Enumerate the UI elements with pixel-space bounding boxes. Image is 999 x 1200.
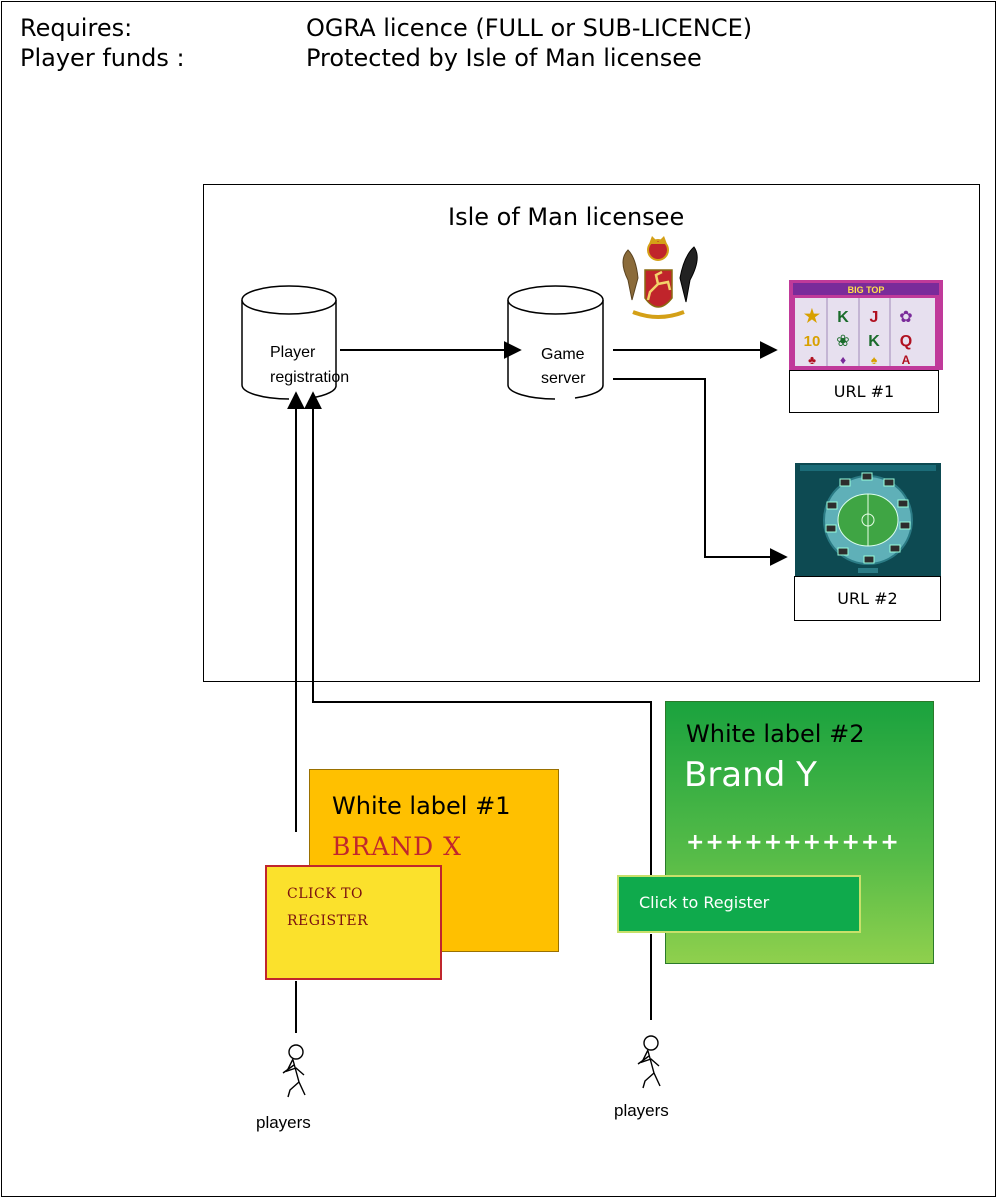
plus-decoration: +++++++++++ <box>686 830 900 855</box>
url-2-box[interactable]: URL #2 <box>794 576 941 621</box>
isle-of-man-coat-of-arms-icon <box>622 236 698 319</box>
brand-y-label: Brand Y <box>684 755 817 795</box>
game-server-to-url2-arrow <box>613 378 788 566</box>
svg-text:✿: ✿ <box>899 309 912 326</box>
click-to-register-button-1[interactable]: CLICK TO REGISTER <box>265 865 442 980</box>
game-server-database-icon <box>507 285 604 400</box>
game-server-label-1: Game <box>541 346 585 363</box>
slot-banner: BIG TOP <box>848 285 885 295</box>
licensee-title: Isle of Man licensee <box>448 203 685 231</box>
game-server-label-2: server <box>541 370 586 387</box>
slot-reel-q: Q <box>900 333 912 350</box>
svg-text:♦: ♦ <box>840 353 846 367</box>
svg-text:❀: ❀ <box>836 333 849 350</box>
players-label-2: players <box>614 1101 669 1120</box>
requires-value: OGRA licence (FULL or SUB-LICENCE) <box>306 14 753 42</box>
white-label-2-title: White label #2 <box>686 720 865 748</box>
url-1-box[interactable]: URL #1 <box>789 370 939 413</box>
players-label-1: players <box>256 1113 311 1132</box>
football-game-thumbnail-icon <box>795 463 941 576</box>
url-2-label: URL #2 <box>837 589 898 608</box>
player-registration-database-icon <box>241 285 337 400</box>
slot-reel-k: K <box>837 309 849 326</box>
slot-reel-10: 10 <box>804 333 821 350</box>
player-2-figure-icon <box>637 1035 661 1089</box>
brand-y-to-registration-arrow <box>304 391 652 875</box>
slot-reel-k2: K <box>868 333 880 350</box>
brand-x-label: BRAND X <box>332 832 462 861</box>
button-1-line-2: REGISTER <box>287 913 369 929</box>
slot-reel-j: J <box>870 309 879 326</box>
player-1-figure-icon <box>282 1044 306 1098</box>
player-funds-label: Player funds : <box>20 44 185 72</box>
button-2-label: Click to Register <box>639 893 770 912</box>
svg-text:♠: ♠ <box>871 353 878 367</box>
slot-game-thumbnail-icon: BIG TOP ★ K J ✿ 10 ❀ K Q ♣ ♦ ♠ A <box>789 280 943 370</box>
button-1-line-1: CLICK TO <box>287 886 363 902</box>
player-db-label-2: registration <box>270 369 349 386</box>
requires-label: Requires: <box>20 14 133 42</box>
white-label-1-title: White label #1 <box>332 792 511 820</box>
player-db-label-1: Player <box>270 344 316 361</box>
svg-text:♣: ♣ <box>808 353 816 367</box>
svg-text:★: ★ <box>804 306 821 326</box>
player-funds-value: Protected by Isle of Man licensee <box>306 44 702 72</box>
url-1-label: URL #1 <box>833 382 895 401</box>
click-to-register-button-2[interactable]: Click to Register <box>617 875 861 933</box>
slot-reel-a: A <box>902 353 911 367</box>
